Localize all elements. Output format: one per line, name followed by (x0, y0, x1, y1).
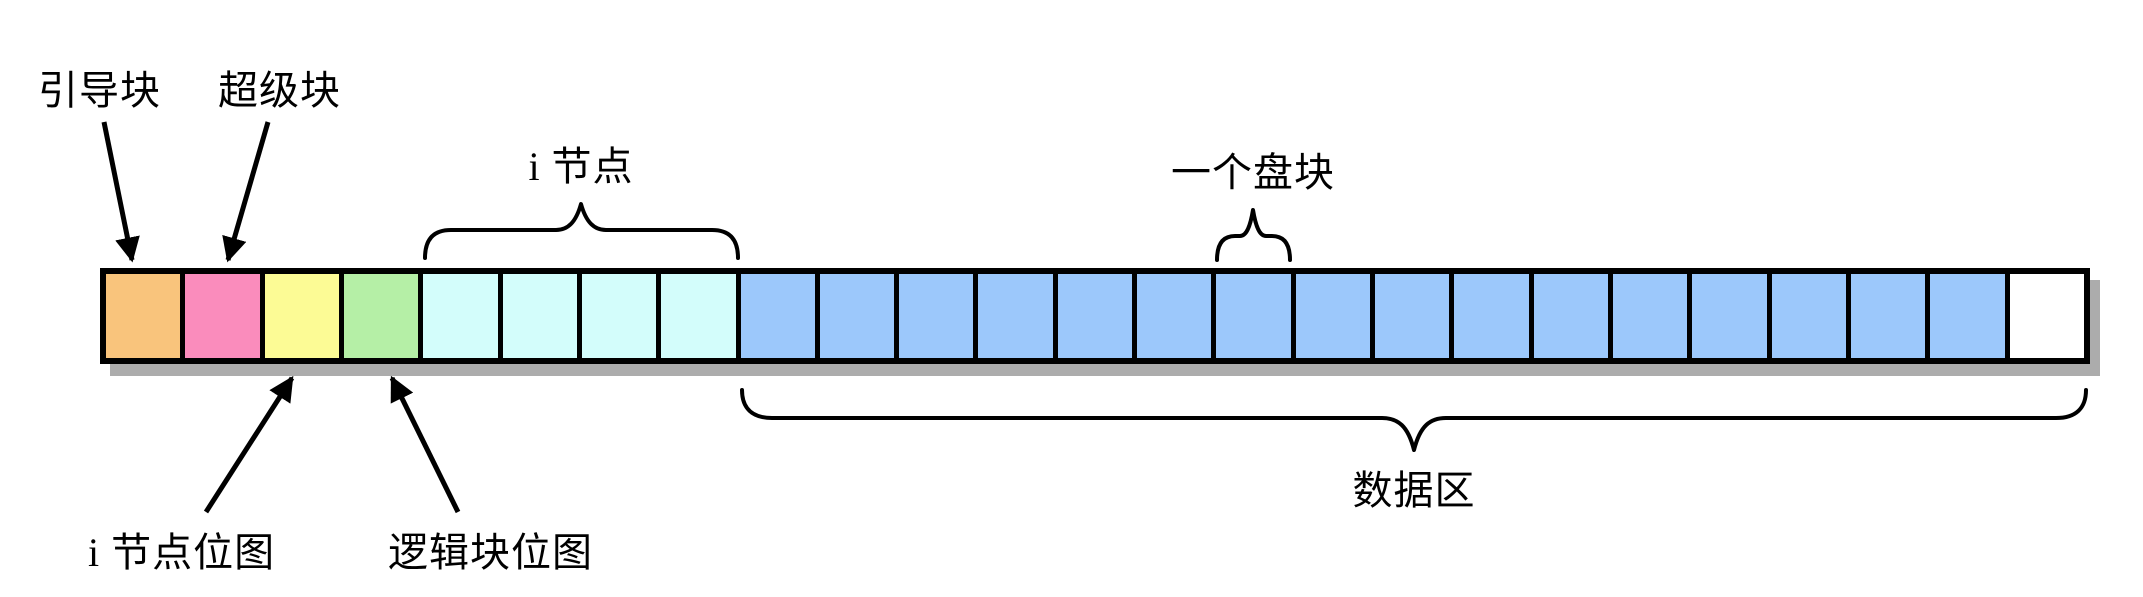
cell-data (1612, 274, 1693, 358)
cell-data (740, 274, 820, 358)
cell-inode (502, 274, 582, 358)
cell-data (1216, 274, 1296, 358)
cell-continuation (2009, 274, 2084, 358)
inode-brace (423, 202, 740, 260)
cell-super (185, 274, 265, 358)
super-block-arrow (222, 121, 271, 263)
cell-boot (106, 274, 186, 358)
cell-data (899, 274, 979, 358)
label-inode-bitmap: i 节点位图 (88, 530, 276, 575)
cell-data (978, 274, 1058, 358)
data-area-brace (740, 388, 2088, 452)
disk-bar (100, 268, 2090, 364)
cell-data (1137, 274, 1217, 358)
cell-data (1850, 274, 1931, 358)
cell-data (1375, 274, 1455, 358)
label-data-area: 数据区 (1352, 468, 1476, 513)
cell-inode-bitmap (264, 274, 344, 358)
cell-block-bitmap (343, 274, 424, 358)
cell-data (1930, 274, 2010, 358)
cell-data (1057, 274, 1138, 358)
cell-inode (423, 274, 503, 358)
label-boot-block: 引导块 (38, 68, 161, 113)
cell-data (1454, 274, 1534, 358)
cell-inode (661, 274, 741, 358)
cell-data (1692, 274, 1772, 358)
cell-data (819, 274, 900, 358)
label-super-block: 超级块 (218, 68, 341, 113)
label-block-bitmap: 逻辑块位图 (388, 530, 593, 575)
label-inode-area: i 节点 (528, 144, 634, 189)
label-one-disk-block: 一个盘块 (1171, 150, 1335, 195)
cell-data (1771, 274, 1851, 358)
one-block-brace (1215, 208, 1292, 262)
cell-inode (581, 274, 662, 358)
block-bitmap-arrow (389, 375, 461, 514)
boot-block-arrow (101, 121, 140, 263)
cell-data (1533, 274, 1613, 358)
cell-data (1295, 274, 1375, 358)
inode-bitmap-arrow (203, 375, 295, 514)
